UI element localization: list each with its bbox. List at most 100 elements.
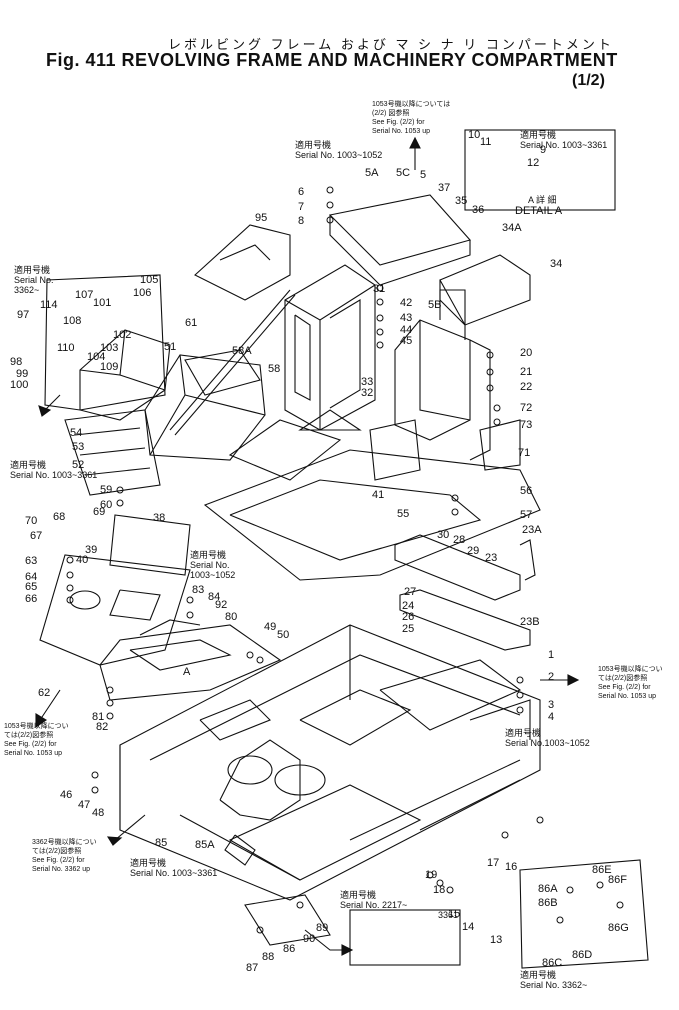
callout-43: 43: [400, 312, 413, 324]
serial-box-top: 適用号機 Serial No. 1003~1052: [295, 140, 383, 160]
callout-5b: 5B: [428, 299, 442, 311]
callout-13: 13: [490, 934, 503, 946]
callout-86c: 86C: [542, 957, 563, 969]
top-panel-drawing: [169, 224, 296, 436]
callout-6: 6: [298, 186, 305, 198]
callout-88: 88: [262, 951, 275, 963]
callout-32: 32: [361, 387, 374, 399]
callout-68: 68: [53, 511, 66, 523]
callout-85: 85: [155, 837, 168, 849]
japanese-title: レボルビング フレーム および マ シ ナ リ コンパートメント: [168, 37, 614, 52]
serial-box-bottom-right: 適用号機 Serial No. 3362~: [520, 970, 588, 990]
callout-19: 19: [425, 869, 438, 881]
callout-62: 62: [38, 687, 51, 699]
callout-53: 53: [72, 441, 85, 453]
serial-box-bottom-left: 適用号機 Serial No. 1003~3361: [130, 858, 218, 878]
callout-60: 60: [100, 499, 113, 511]
callout-87: 87: [246, 962, 259, 974]
callout-86g: 86G: [608, 922, 629, 934]
callout-104: 104: [87, 351, 106, 363]
callout-10: 10: [468, 129, 481, 141]
callout-20: 20: [520, 347, 533, 359]
callout-58: 58: [268, 363, 281, 375]
callout-110: 110: [57, 342, 75, 354]
revolving-frame-drawing: [119, 624, 541, 901]
callout-73: 73: [520, 419, 533, 431]
callout-5a: 5A: [365, 167, 379, 179]
callout-83: 83: [192, 584, 205, 596]
callout-29: 29: [467, 545, 480, 557]
callout-103: 103: [100, 342, 119, 354]
callout-56: 56: [520, 485, 533, 497]
callout-30: 30: [437, 529, 450, 541]
callout-2: 2: [548, 671, 555, 683]
callout-105: 105: [140, 274, 159, 286]
callout-86d: 86D: [572, 949, 593, 961]
part-indicator: (1/2): [572, 72, 605, 89]
callout-107: 107: [75, 289, 94, 301]
callout-28: 28: [453, 534, 466, 546]
callout-101: 101: [93, 297, 112, 309]
serial-box-top-right: 適用号機 Serial No. 1003~3361: [520, 130, 608, 150]
detail-a-label: A 詳 細: [528, 195, 557, 205]
callout-50: 50: [277, 629, 290, 641]
callout-70: 70: [25, 515, 38, 527]
serial-box-bottom-mid: 適用号機 Serial No. 2217~ 3361: [340, 890, 459, 920]
callout-42: 42: [400, 297, 413, 309]
detail-box-frames: [44, 129, 649, 969]
callout-1: 1: [548, 649, 555, 661]
callout-97: 97: [17, 309, 30, 321]
callout-8: 8: [298, 215, 305, 227]
side-panels-drawing: [39, 514, 282, 701]
callout-21: 21: [520, 366, 533, 378]
callout-84: 84: [208, 591, 221, 603]
callout-17: 17: [487, 857, 500, 869]
callout-5c: 5C: [396, 167, 411, 179]
callout-23b: 23B: [520, 616, 540, 628]
callout-45: 45: [400, 335, 413, 347]
callout-49: 49: [264, 621, 277, 633]
cabinet-frame-drawing: [284, 194, 471, 431]
reference-arrows: [35, 136, 580, 956]
callout-90: 90: [303, 933, 316, 945]
callout-54: 54: [70, 427, 83, 439]
callout-66: 66: [25, 593, 38, 605]
callout-3: 3: [548, 699, 555, 711]
callout-47: 47: [78, 799, 91, 811]
serial-box-mid: 適用号機 Serial No. 1003~1052: [190, 550, 236, 580]
serial-box-left: 適用号機 Serial No. 3362~: [14, 265, 54, 295]
callout-106: 106: [133, 287, 152, 299]
callout-4: 4: [548, 711, 555, 723]
callout-48: 48: [92, 807, 105, 819]
figure-title: Fig. 411 REVOLVING FRAME AND MACHINERY C…: [46, 50, 618, 70]
fasteners-drawing: [66, 186, 624, 934]
rear-cover-drawing: [369, 254, 531, 481]
callout-65: 65: [25, 581, 38, 593]
callout-95: 95: [255, 212, 268, 224]
callout-109: 109: [100, 361, 119, 373]
callout-86e: 86E: [592, 864, 612, 876]
callout-92: 92: [215, 599, 228, 611]
callout-71: 71: [518, 447, 531, 459]
callout-14: 14: [462, 921, 475, 933]
callout-52: 52: [72, 459, 85, 471]
callout-114: 114: [40, 299, 58, 311]
callout-41: 41: [372, 489, 385, 501]
floor-plate-drawing: [203, 409, 541, 581]
callout-57: 57: [520, 509, 533, 521]
callout-51: 51: [164, 341, 177, 353]
callout-86: 86: [283, 943, 296, 955]
callout-39: 39: [85, 544, 98, 556]
callout-27: 27: [404, 586, 417, 598]
callout-26: 26: [402, 611, 415, 623]
callout-31: 31: [373, 283, 386, 295]
callout-18: 18: [433, 884, 446, 896]
callout-22: 22: [520, 381, 533, 393]
callout-40: 40: [76, 554, 89, 566]
callout-99: 99: [16, 368, 29, 380]
